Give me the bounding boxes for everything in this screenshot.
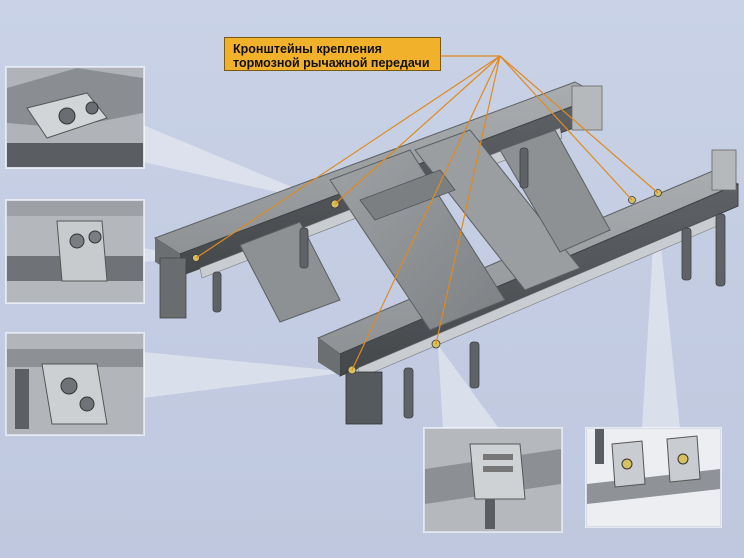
callout-line-1: Кронштейны крепления: [233, 42, 382, 56]
cone-bottom-left: [143, 352, 350, 398]
callout-leader-lines: [195, 55, 659, 371]
cross-beams: [239, 129, 611, 331]
callout-line-2: тормозной рычажной передачи: [233, 56, 430, 70]
cone-bottom-right: [642, 198, 680, 428]
inset-top-left: [6, 67, 144, 168]
inset-bottom-center-illustration: [425, 429, 561, 531]
cone-bottom-center: [438, 345, 500, 430]
inset-bottom-center: [424, 428, 562, 532]
inset-bottom-right: [586, 428, 721, 527]
inset-bottom-right-illustration: [587, 429, 720, 526]
cone-top-left: [143, 125, 335, 205]
inset-top-left-illustration: [7, 68, 143, 167]
hangers: [212, 147, 726, 419]
inset-bottom-left: [6, 333, 144, 435]
inset-mid-left-illustration: [7, 201, 143, 302]
inset-pointer-cones: [143, 125, 680, 430]
callout-label: Кронштейны крепления тормозной рычажной …: [224, 37, 441, 71]
inset-bottom-left-illustration: [7, 334, 143, 434]
inset-mid-left: [6, 200, 144, 303]
